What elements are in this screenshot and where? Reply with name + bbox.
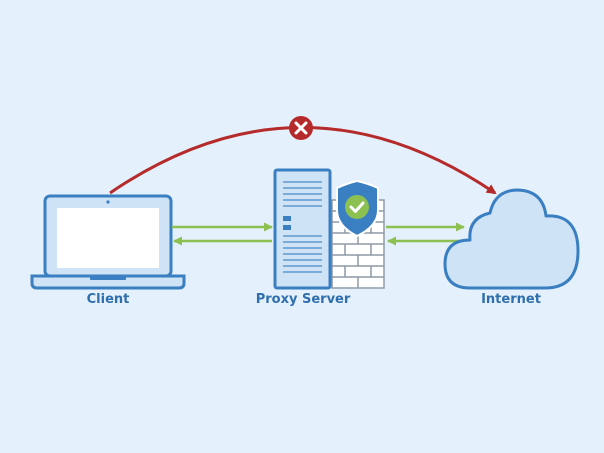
proxy-server-label: Proxy Server [255,292,351,307]
cloud-icon [443,188,580,290]
server-icon [273,168,332,290]
client-label: Client [86,292,130,307]
laptop-icon [30,194,186,290]
internet-label: Internet [481,292,541,307]
shield-check-icon [336,179,379,238]
x-icon [289,116,313,140]
